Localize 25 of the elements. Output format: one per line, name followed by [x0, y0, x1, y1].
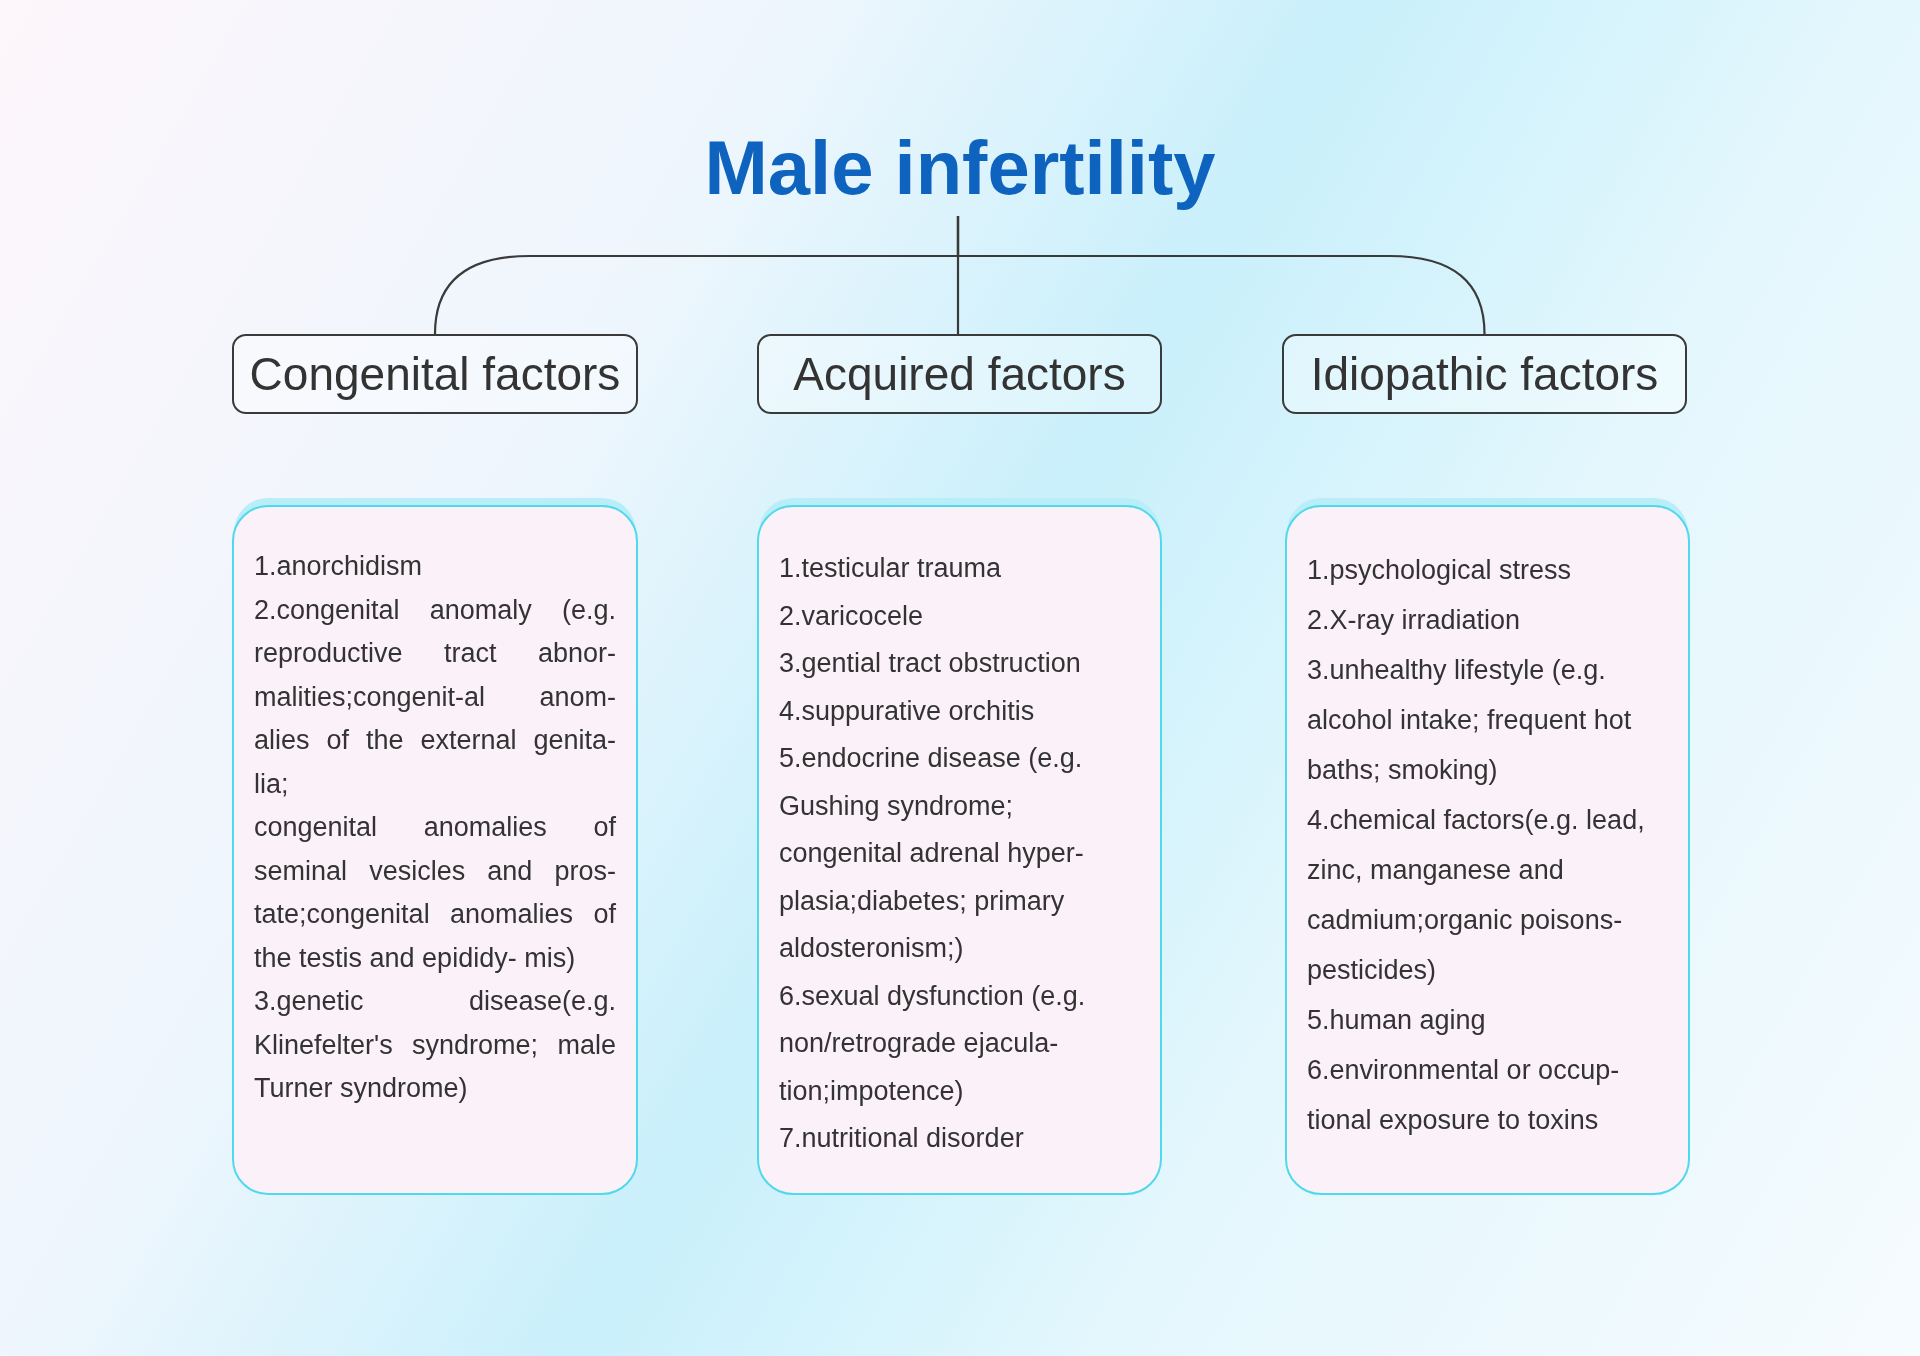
list-item: 1.anorchidism — [254, 550, 424, 583]
category-label: Acquired factors — [793, 347, 1126, 401]
list-item: 2.varicocele — [779, 599, 925, 633]
category-label: Congenital factors — [249, 347, 621, 401]
list-item: 6.sexual dysfunction (e.g. non/retrograde ejacula- tion;impotence) — [779, 979, 1087, 1108]
connector-line — [956, 216, 1486, 335]
category-box — [1282, 334, 1687, 414]
list-item: 2.X-ray irradiation — [1307, 604, 1522, 637]
list-item: 4.suppurative orchitis — [779, 694, 1036, 728]
category-box — [232, 334, 638, 414]
list-item: 6.environmental or occup- tional exposure to toxins — [1307, 1054, 1621, 1137]
list-item: 1.psychological stress — [1307, 554, 1573, 587]
list-item: 3.gential tract obstruction — [779, 647, 1082, 680]
category-box — [757, 334, 1162, 414]
list-item: congenital anomalies of seminal vesicles and pros- tate;congenital anomalies of the testis and epididy- mis) — [254, 811, 616, 975]
list-item: 5.human aging — [1307, 1004, 1487, 1037]
list-item: 2.congenital anomaly (e.g. reproductive tract abnor- malities;congenit-al anom- alies of the external genita- lia; — [254, 593, 616, 801]
list-item: 3.unhealthy lifestyle (e.g. alcohol intake; frequent hot baths; smoking) — [1307, 654, 1633, 787]
list-item: 3.genetic disease(e.g. Klinefelter's syndrome; male Turner syndrome) — [254, 985, 616, 1105]
list-item: 5.endocrine disease (e.g. Gushing syndrome; congenital adrenal hyper- plasia;diabetes; primary aldosteronism;) — [779, 742, 1085, 965]
list-item: 7.nutritional disorder — [779, 1122, 1025, 1155]
category-label: Idiopathic factors — [1310, 347, 1659, 401]
list-item: 4.chemical factors(e.g. lead, zinc, manganese and cadmium;organic poisons- pesticides) — [1307, 804, 1646, 987]
list-item: 1.testicular trauma — [779, 552, 1003, 585]
title-text: Male infertility — [640, 130, 1280, 210]
